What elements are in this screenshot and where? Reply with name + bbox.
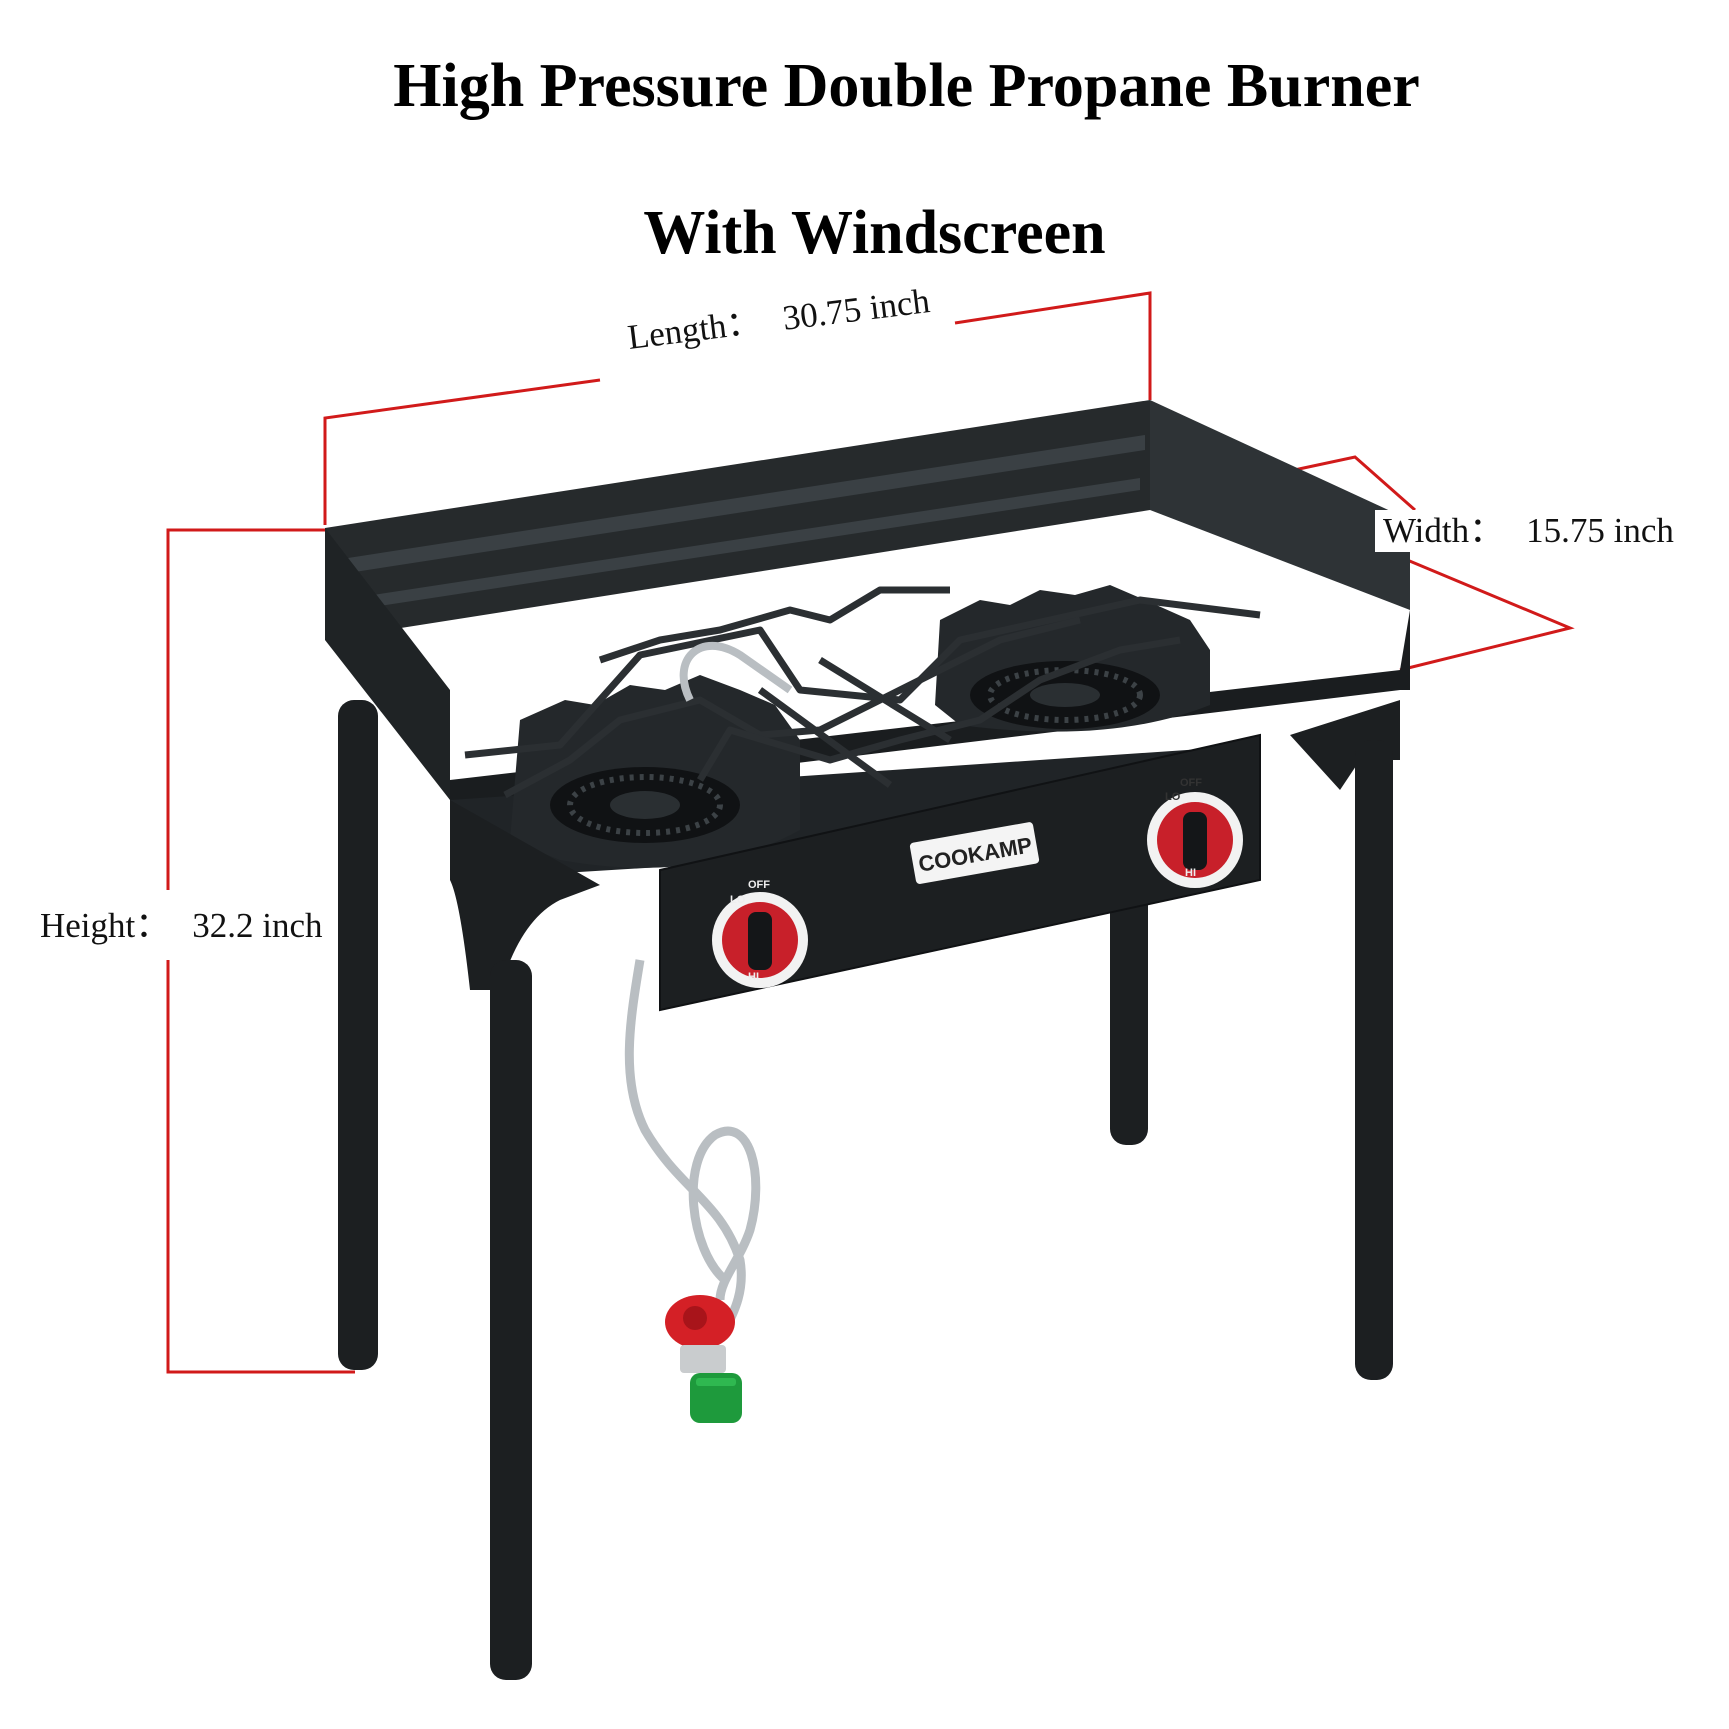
width-dimension-label: Width： 15.75 inch (1375, 510, 1682, 552)
title-line-2: With Windscreen (643, 199, 1106, 267)
gas-hose-upper (679, 641, 793, 702)
left-control-knob[interactable]: OFF LO HI (712, 879, 808, 988)
windscreen-back-ridge (335, 435, 1145, 575)
right-burner (935, 585, 1210, 732)
width-dimension-line-bottom (1399, 555, 1575, 672)
dimension-lines (166, 291, 1575, 1374)
tank-fitting (690, 1373, 742, 1423)
right-knob-lo-label: LO (1165, 791, 1181, 803)
gas-hose (624, 959, 746, 1333)
front-right-leg (1355, 740, 1393, 1380)
top-frame-right (1400, 610, 1410, 690)
back-right-leg (1110, 840, 1148, 1145)
height-dimension-line-top (166, 528, 355, 890)
left-knob-hi-label: HI (748, 971, 759, 983)
windscreen-back-ridge-2 (340, 478, 1140, 612)
brand-plate (909, 822, 1040, 884)
gas-hose-loop (688, 1126, 761, 1301)
front-left-corner-bracket (450, 800, 600, 990)
length-dimension-line-right (954, 291, 1152, 400)
right-knob-off-label: OFF (1180, 777, 1202, 789)
windscreen-left (325, 528, 450, 800)
pressure-regulator (665, 1295, 735, 1373)
width-key: Width： (1383, 511, 1505, 550)
windscreen-right (1150, 400, 1410, 610)
left-knob-off-label: OFF (748, 879, 770, 891)
height-value: 32.2 inch (192, 906, 323, 945)
title-line-1: High Pressure Double Propane Burner (393, 52, 1420, 120)
left-knob-lo-label: LO (730, 894, 746, 906)
height-dimension-line-bottom (166, 960, 355, 1374)
back-left-leg (338, 700, 378, 1370)
height-dimension-label: Height： 32.2 inch (32, 905, 331, 947)
cooking-grates (464, 586, 1261, 799)
width-value: 15.75 inch (1526, 511, 1674, 550)
front-right-corner-bracket (1290, 700, 1400, 790)
height-key: Height： (40, 906, 171, 945)
front-left-leg (490, 960, 532, 1680)
right-control-knob[interactable]: OFF LO HI (1147, 777, 1243, 888)
right-knob-hi-label: HI (1185, 867, 1196, 879)
length-dimension-line-left (323, 378, 601, 525)
